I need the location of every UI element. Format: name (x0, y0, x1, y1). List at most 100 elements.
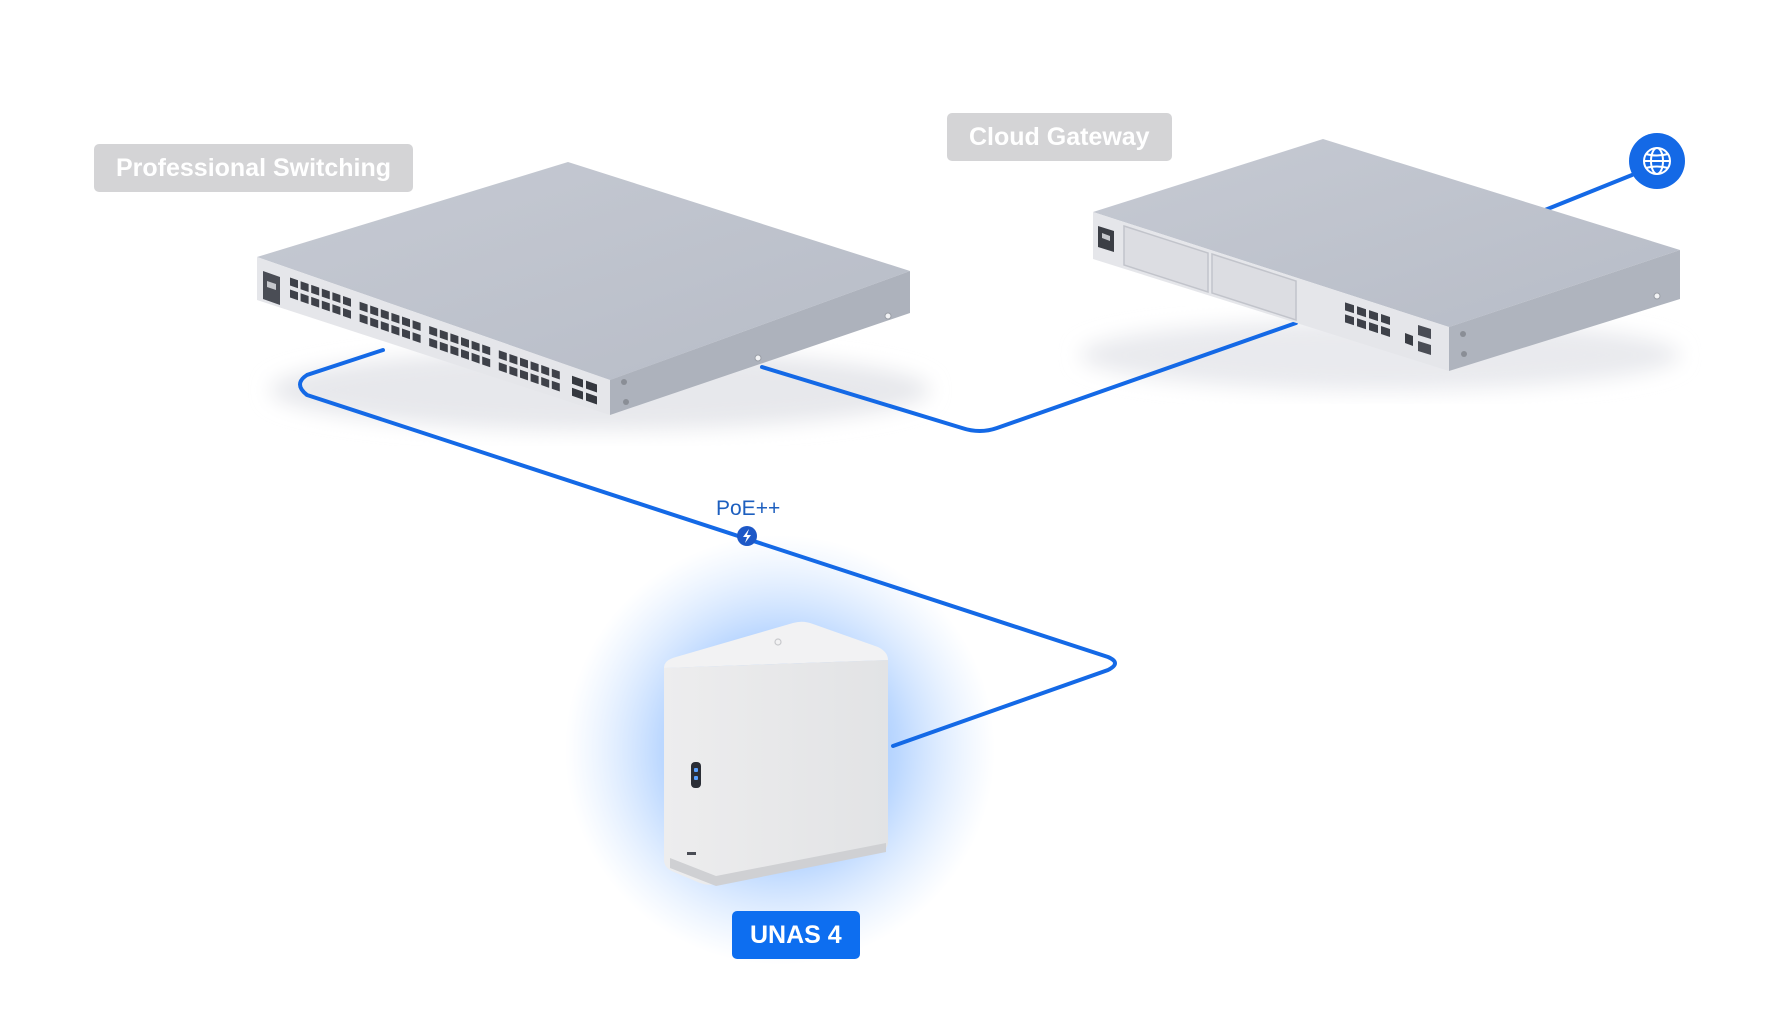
rj45-port (1381, 326, 1390, 337)
rj45-port (471, 352, 480, 364)
rj45-port (332, 292, 341, 304)
rj45-port (429, 338, 438, 349)
rj45-port (300, 281, 309, 292)
switch-screw (621, 379, 627, 385)
rj45-port (541, 377, 550, 388)
nas-status-led (694, 768, 698, 772)
gateway-drive-bay (1123, 224, 1297, 322)
rj45-port (509, 353, 518, 365)
switch-sfp-ports (572, 375, 597, 405)
switch-screw (623, 399, 629, 405)
rj45-port (370, 305, 379, 317)
rj45-port (509, 365, 518, 377)
rj45-port (402, 328, 410, 340)
rj45-port (402, 316, 410, 328)
switch-led (754, 354, 762, 362)
nas-logo (774, 638, 782, 646)
switch-rj45-ports (290, 277, 560, 392)
switch-console-port (263, 271, 280, 305)
switch-led (884, 312, 892, 320)
rj45-port (1345, 314, 1354, 326)
rj45-port (290, 289, 298, 301)
poe-label: PoE++ (716, 497, 781, 520)
rj45-port (461, 349, 469, 360)
rj45-port (1357, 318, 1366, 330)
nas-base-shadow (670, 843, 886, 886)
poe-marker (737, 526, 757, 546)
nas-port (687, 852, 696, 855)
rj45-port (450, 333, 459, 345)
rj45-port (530, 373, 539, 385)
link-switch-to-gateway (760, 321, 1298, 433)
gateway-top (1093, 139, 1680, 327)
rj45-port (530, 361, 539, 373)
rj45-port (380, 309, 389, 320)
sfp-port (572, 375, 583, 388)
gateway-sfp-ports (1405, 325, 1431, 355)
rj45-port (391, 324, 400, 336)
globe-icon-lines (1643, 147, 1671, 175)
rj45-port (311, 284, 320, 296)
switching-label: Professional Switching (94, 144, 414, 192)
rj45-port (311, 296, 320, 308)
internet-node (1629, 133, 1685, 189)
rj45-port (1369, 310, 1378, 322)
gateway-screw (1461, 351, 1467, 357)
nas-front (664, 660, 888, 885)
lightning-bolt-glyph (743, 529, 751, 543)
rj45-port (429, 326, 438, 337)
rj45-port (439, 329, 448, 341)
sfp-port (586, 380, 597, 393)
rj45-port (498, 350, 507, 362)
rj45-port (482, 344, 491, 356)
gateway-device (1093, 139, 1680, 371)
gateway-led (1653, 292, 1661, 300)
rj45-port (541, 365, 550, 376)
rj45-port (370, 317, 379, 329)
nas-device (664, 621, 888, 886)
rj45-port (498, 362, 507, 374)
rj45-port (450, 345, 459, 357)
switch-right-side (610, 271, 910, 415)
rj45-port (482, 356, 491, 368)
rj45-port (359, 301, 368, 313)
gateway-label: Cloud Gateway (947, 113, 1172, 161)
rj45-port (1369, 322, 1378, 334)
rj45-port (520, 357, 528, 369)
switch-top (257, 162, 910, 380)
nas-status-led (694, 776, 698, 780)
rj45-port (439, 341, 448, 353)
rj45-port (1345, 302, 1354, 314)
rj45-port (551, 380, 560, 392)
gateway-right-side (1449, 250, 1680, 371)
rj45-port (380, 321, 389, 332)
sfp-port (586, 392, 597, 405)
rj45-port (1357, 306, 1366, 318)
rj45-port (300, 293, 309, 304)
rj45-port (343, 295, 351, 307)
rj45-port (321, 288, 330, 300)
rj45-port (321, 300, 330, 312)
link-gateway-to-internet (1543, 173, 1634, 212)
rj45-port (343, 307, 351, 319)
rj45-port (332, 304, 341, 316)
rj45-port (290, 277, 298, 289)
rj45-port (359, 313, 368, 325)
switch-device (257, 162, 910, 415)
rj45-port (461, 337, 469, 348)
rj45-port (391, 312, 400, 324)
sfp-port (572, 387, 583, 400)
rj45-port (412, 332, 421, 344)
rj45-port (1381, 314, 1390, 325)
link-poe-switch-to-nas (298, 348, 1117, 748)
rj45-port (520, 369, 528, 381)
gateway-screw (1460, 331, 1466, 337)
gateway-rj45-ports (1345, 302, 1390, 337)
rj45-port (412, 320, 421, 332)
rj45-port (471, 340, 480, 352)
gateway-display (1098, 226, 1114, 252)
nas-label: UNAS 4 (732, 911, 860, 959)
rj45-port (551, 368, 560, 380)
nas-status-display (691, 762, 701, 788)
